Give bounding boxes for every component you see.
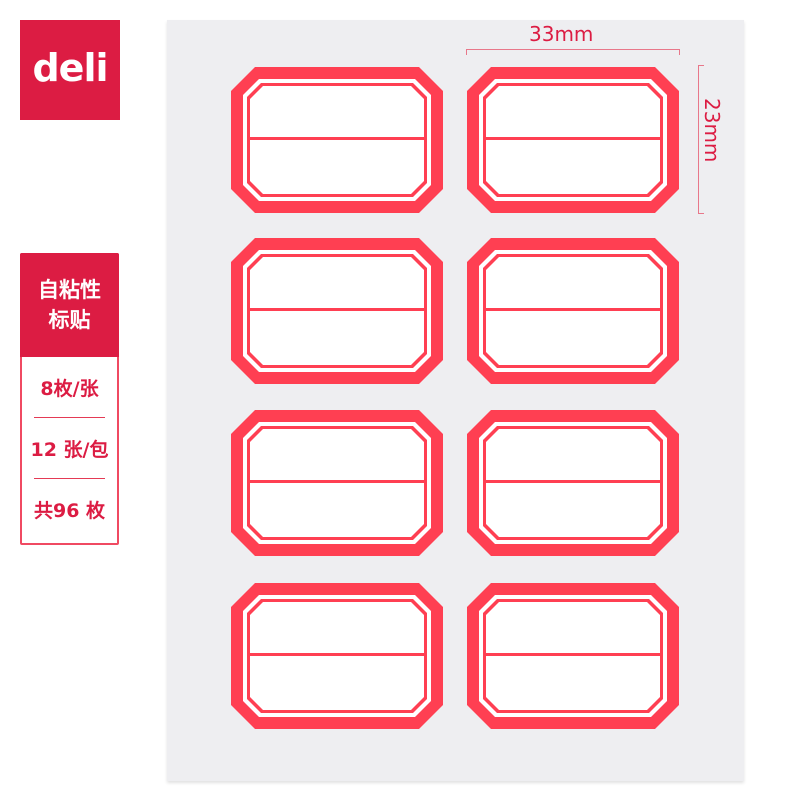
label-frame-icon	[467, 410, 679, 556]
spec-divider	[34, 417, 105, 418]
product-spec-panel: 自粘性 标贴 8枚/张 12 张/包 共96 枚	[20, 253, 119, 545]
label-frame-icon	[231, 238, 443, 384]
height-dimension-line	[698, 65, 704, 214]
label-frame-icon	[467, 238, 679, 384]
spec-title-line1: 自粘性	[38, 278, 101, 302]
label-frame-icon	[467, 583, 679, 729]
deli-logo: deli	[20, 20, 120, 120]
spec-total: 共96 枚	[33, 499, 106, 522]
width-dimension-label: 33mm	[529, 22, 594, 46]
sticker-label-r1c1[interactable]	[231, 67, 443, 213]
label-frame-icon	[231, 583, 443, 729]
spec-per-sheet: 8枚/张	[40, 377, 99, 400]
sticker-label-r2c2[interactable]	[467, 238, 679, 384]
label-frame-icon	[467, 67, 679, 213]
spec-title-line2: 标贴	[48, 308, 91, 332]
sticker-label-r1c2[interactable]	[467, 67, 679, 213]
sticker-label-r3c1[interactable]	[231, 410, 443, 556]
sticker-label-r2c1[interactable]	[231, 238, 443, 384]
sticker-label-r3c2[interactable]	[467, 410, 679, 556]
label-frame-icon	[231, 410, 443, 556]
sticker-label-r4c2[interactable]	[467, 583, 679, 729]
spec-divider	[34, 478, 105, 479]
height-dimension-label: 23mm	[700, 98, 724, 163]
spec-title: 自粘性 标贴	[20, 253, 119, 357]
width-dimension-line	[466, 49, 680, 55]
sticker-label-r4c1[interactable]	[231, 583, 443, 729]
label-frame-icon	[231, 67, 443, 213]
label-sheet: 33mm 23mm	[167, 20, 744, 781]
logo-text: deli	[32, 46, 108, 90]
spec-per-pack: 12 张/包	[30, 438, 109, 461]
